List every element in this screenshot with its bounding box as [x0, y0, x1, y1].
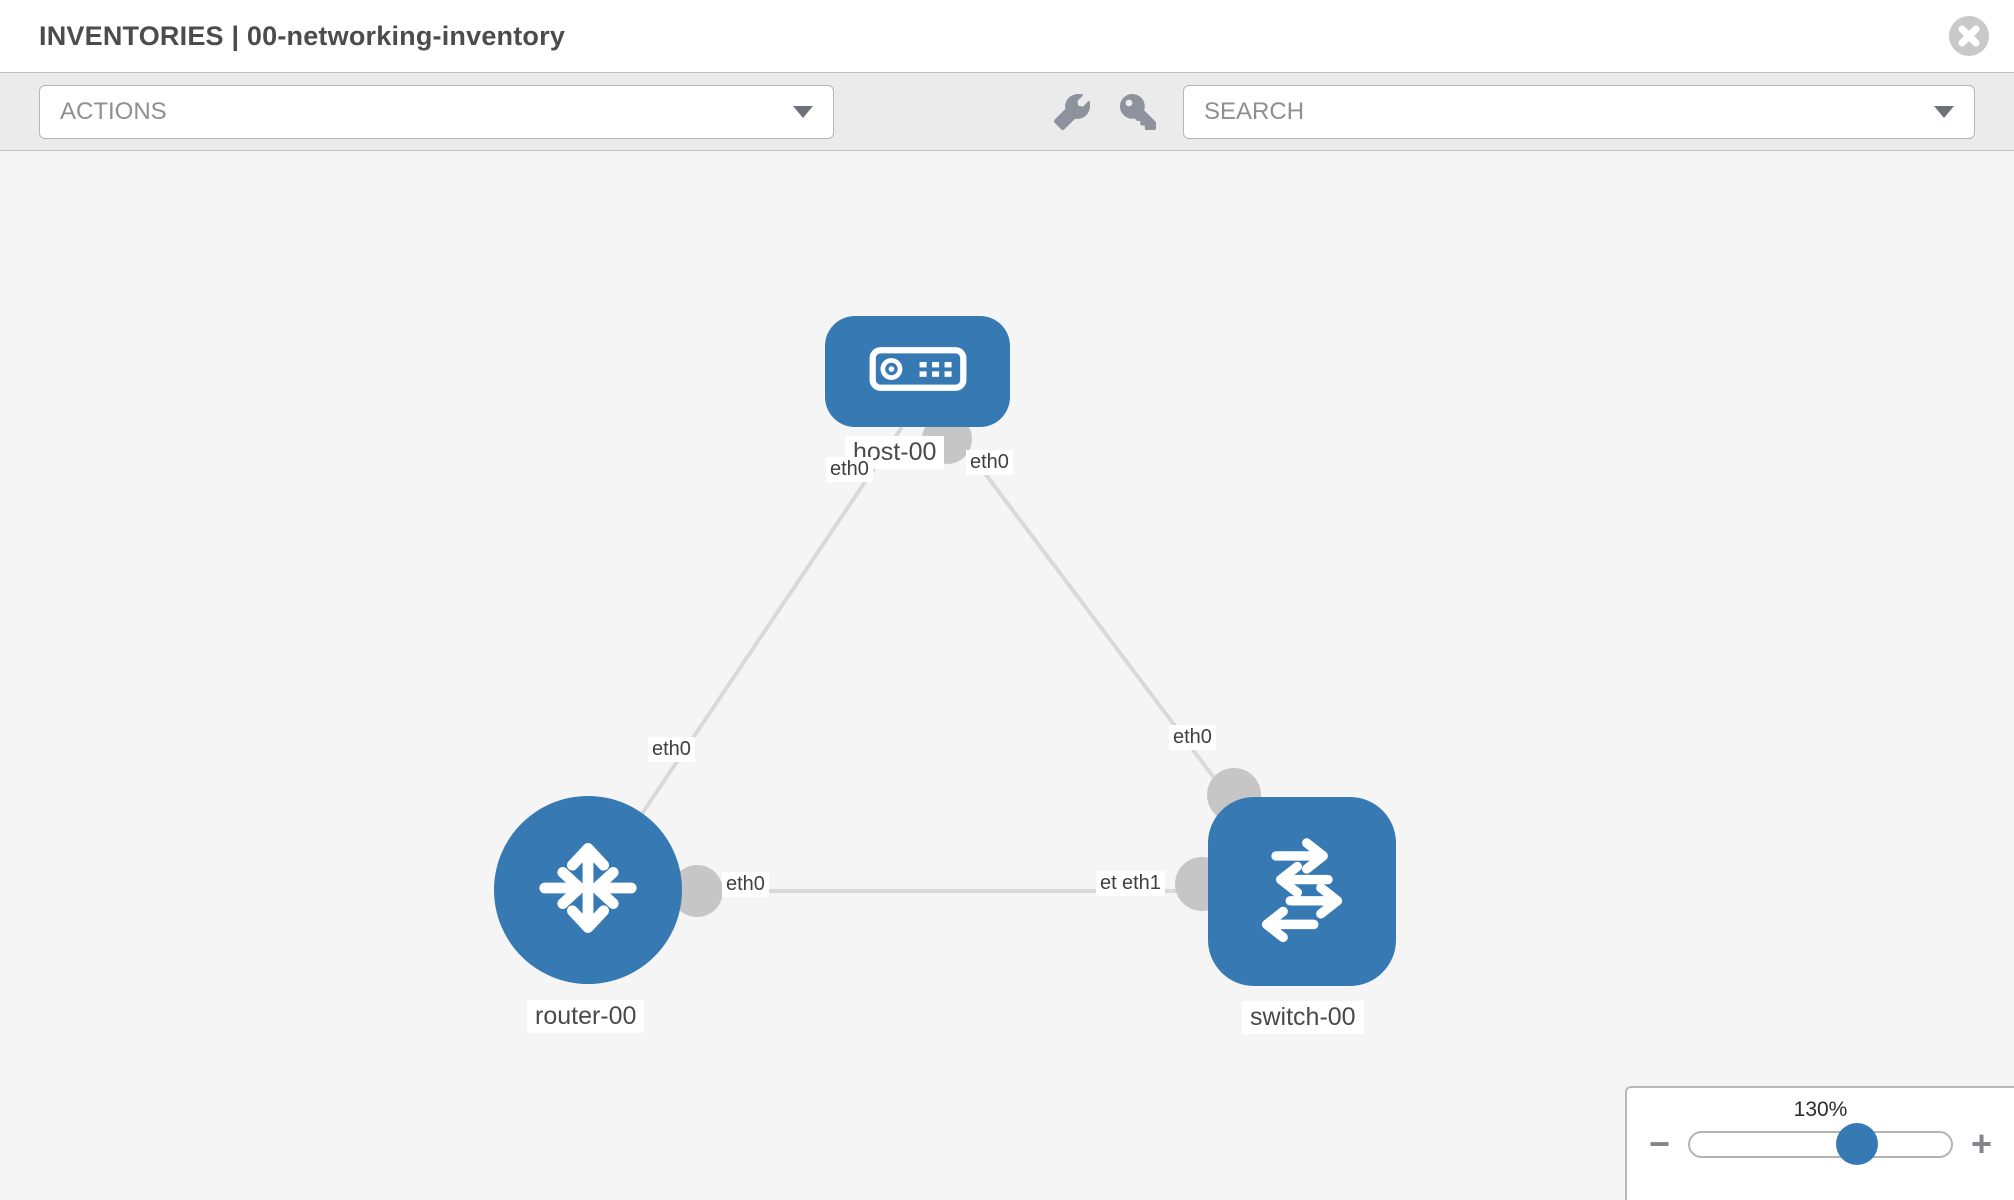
- interface-connector: [671, 865, 723, 917]
- toolbar-icon-group: [834, 93, 1157, 131]
- chevron-down-icon: [1934, 105, 1954, 118]
- search-input[interactable]: [1204, 97, 1934, 126]
- topology-links-layer: [588, 414, 1302, 917]
- key-icon[interactable]: [1119, 93, 1157, 131]
- node-host-00[interactable]: [825, 316, 1010, 427]
- interface-label-host-left: eth0: [826, 457, 873, 482]
- interface-label-switch-top: eth0: [1169, 725, 1216, 750]
- close-icon[interactable]: [1949, 16, 1989, 56]
- zoom-slider-track[interactable]: [1688, 1123, 1953, 1165]
- interface-label-switch-left: eth1: [1118, 871, 1165, 896]
- node-label-switch: switch-00: [1242, 1001, 1364, 1034]
- actions-dropdown-label: ACTIONS: [60, 97, 167, 125]
- node-label-router: router-00: [527, 1000, 645, 1033]
- zoom-level-value: 130%: [1793, 1098, 1848, 1121]
- page-title: INVENTORIES | 00-networking-inventory: [39, 20, 566, 51]
- node-switch-00[interactable]: [1208, 797, 1396, 986]
- wrench-icon[interactable]: [1053, 93, 1091, 131]
- interface-label-router-right: eth0: [722, 872, 769, 897]
- interface-label-router-top: eth0: [648, 737, 695, 762]
- zoom-slider-handle[interactable]: [1836, 1123, 1879, 1165]
- zoom-out-button[interactable]: −: [1649, 1123, 1671, 1164]
- zoom-control-panel: 130% − +: [1625, 1086, 2014, 1200]
- host-icon: [868, 344, 968, 399]
- interface-label-host-right: eth0: [966, 450, 1013, 475]
- topology-canvas[interactable]: host-00 router-00 switch-00 eth0 eth0 et…: [0, 151, 2014, 1200]
- switch-icon: [1243, 830, 1361, 953]
- toolbar: ACTIONS: [0, 73, 2014, 151]
- search-dropdown[interactable]: [1183, 84, 1975, 139]
- chevron-down-icon: [793, 105, 813, 118]
- zoom-in-button[interactable]: +: [1970, 1123, 1992, 1164]
- actions-dropdown[interactable]: ACTIONS: [39, 84, 834, 139]
- node-router-00[interactable]: [494, 796, 682, 984]
- inventory-header: INVENTORIES | 00-networking-inventory: [0, 0, 2014, 73]
- router-icon: [528, 828, 648, 953]
